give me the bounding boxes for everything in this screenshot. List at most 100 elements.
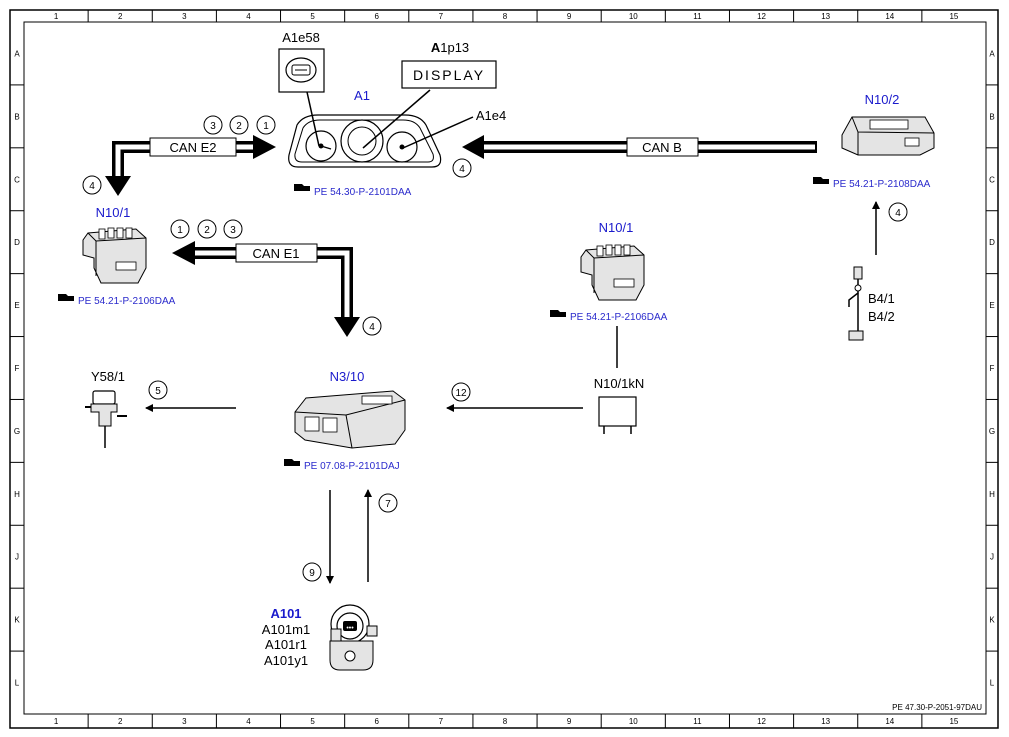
grid-col-bottom: 14: [885, 717, 894, 726]
grid-col-top: 14: [885, 12, 894, 21]
a101-ignition-lock: •••: [329, 604, 378, 671]
grid-row-left: B: [14, 112, 19, 121]
grid-row-left: C: [14, 175, 20, 184]
grid-col-top: 12: [757, 12, 766, 21]
grid-col-top: 6: [375, 12, 380, 21]
svg-text:3: 3: [210, 121, 216, 132]
marker-e1-2: 2: [197, 219, 217, 239]
a1e4-label: A1e4: [476, 108, 506, 123]
document-id: PE 47.30-P-2051-97DAU: [892, 703, 982, 712]
grid-col-bottom: 8: [503, 717, 508, 726]
n3-10-ecu: [294, 390, 406, 449]
n10-1kn-label: N10/1kN: [594, 376, 645, 391]
svg-text:2: 2: [204, 225, 210, 236]
grid-row-left: H: [14, 490, 20, 499]
n10-1-left-ref[interactable]: PE 54.21-P-2106DAA: [58, 294, 176, 307]
a1-ref[interactable]: PE 54.30-P-2101DAA: [294, 184, 412, 198]
grid-col-top: 15: [949, 12, 958, 21]
grid-col-bottom: 2: [118, 717, 123, 726]
svg-text:PE 54.21-P-2108DAA: PE 54.21-P-2108DAA: [833, 179, 931, 190]
n10-1-right-label: N10/1: [599, 220, 634, 235]
marker-n10-2-4: 4: [888, 202, 908, 222]
grid-col-top: 4: [246, 12, 251, 21]
n3-10-ref[interactable]: PE 07.08-P-2101DAJ: [284, 459, 400, 472]
marker-a101-9: 9: [302, 562, 322, 582]
grid-row-left: G: [14, 427, 20, 436]
marker-e2-4: 4: [82, 175, 102, 195]
grid-row-right: L: [990, 679, 995, 688]
marker-e2-1: 1: [256, 115, 276, 135]
n3-10-label: N3/10: [330, 369, 365, 384]
grid-row-right: F: [990, 364, 995, 373]
grid-row-right: C: [989, 175, 995, 184]
svg-text:PE 07.08-P-2101DAJ: PE 07.08-P-2101DAJ: [304, 461, 400, 472]
grid-col-bottom: 4: [246, 717, 251, 726]
n10-2-module: [841, 116, 935, 156]
grid-row-right: D: [989, 238, 995, 247]
svg-text:1: 1: [177, 225, 183, 236]
marker-y58-5: 5: [148, 380, 168, 400]
y58-1-valve: [85, 390, 127, 448]
grid-row-right: K: [989, 616, 995, 625]
marker-e2-2: 2: [229, 115, 249, 135]
grid-row-left: D: [14, 238, 20, 247]
grid-col-bottom: 7: [439, 717, 444, 726]
grid-col-bottom: 1: [54, 717, 59, 726]
svg-text:4: 4: [895, 208, 901, 219]
n10-2-ref[interactable]: PE 54.21-P-2108DAA: [813, 177, 931, 190]
grid-row-right: A: [989, 49, 995, 58]
grid-col-bottom: 15: [949, 717, 958, 726]
grid-col-top: 9: [567, 12, 572, 21]
grid-col-bottom: 9: [567, 717, 572, 726]
grid-col-top: 5: [310, 12, 315, 21]
grid-col-top: 3: [182, 12, 187, 21]
n10-2-label: N10/2: [865, 92, 900, 107]
marker-canb-4: 4: [452, 158, 472, 178]
can-b-bus: CAN B: [462, 135, 817, 159]
grid-col-top: 1: [54, 12, 59, 21]
marker-e1-4: 4: [362, 316, 382, 336]
grid-row-left: J: [15, 553, 19, 562]
grid-col-top: 13: [821, 12, 830, 21]
svg-text:1: 1: [263, 121, 269, 132]
grid-col-bottom: 12: [757, 717, 766, 726]
b4-fuel-level-sensor: [848, 266, 864, 341]
b4-2-label: B4/2: [868, 309, 895, 324]
a1-label: A1: [354, 88, 370, 103]
svg-text:5: 5: [155, 386, 161, 397]
grid-col-top: 7: [439, 12, 444, 21]
grid-row-left: E: [14, 301, 19, 310]
a1p13-label: A1p13: [431, 40, 469, 55]
svg-text:4: 4: [369, 322, 375, 333]
grid-row-left: A: [14, 49, 20, 58]
can-b-label: CAN B: [642, 140, 682, 155]
svg-text:2: 2: [236, 121, 242, 132]
grid-row-right: E: [989, 301, 994, 310]
display-text: DISPLAY: [413, 67, 485, 83]
grid-row-right: G: [989, 427, 995, 436]
svg-text:3: 3: [230, 225, 236, 236]
svg-text:7: 7: [385, 499, 391, 510]
n10-1-left-module: [82, 227, 147, 284]
a101m1-label: A101m1: [262, 622, 310, 637]
outer-frame: [9, 9, 999, 729]
b4-1-label: B4/1: [868, 291, 895, 306]
a1p13-display: DISPLAY: [401, 60, 497, 89]
grid-col-bottom: 5: [310, 717, 315, 726]
grid-row-left: F: [15, 364, 20, 373]
y58-1-label: Y58/1: [91, 369, 125, 384]
grid-row-right: B: [989, 112, 994, 121]
svg-text:PE 54.21-P-2106DAA: PE 54.21-P-2106DAA: [78, 296, 176, 307]
marker-e1-1: 1: [170, 219, 190, 239]
n10-1-right-ref[interactable]: PE 54.21-P-2106DAA: [550, 310, 668, 323]
grid-row-right: J: [990, 553, 994, 562]
grid-col-bottom: 13: [821, 717, 830, 726]
marker-a101-7: 7: [378, 493, 398, 513]
grid-row-left: L: [15, 679, 20, 688]
can-e2-label: CAN E2: [170, 140, 217, 155]
svg-text:4: 4: [89, 181, 95, 192]
